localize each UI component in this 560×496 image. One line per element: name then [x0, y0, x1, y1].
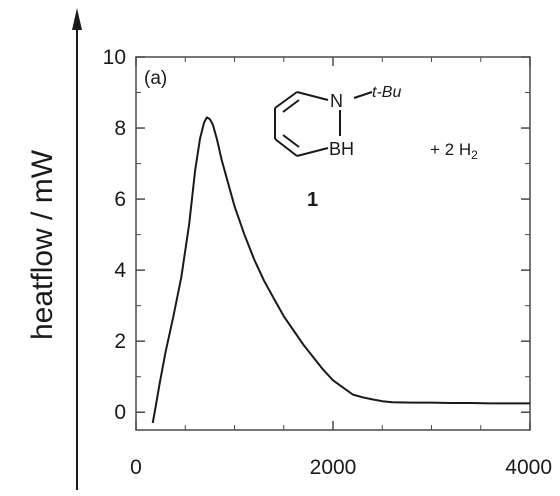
reagent-text: + 2 H [430, 140, 471, 159]
double-bond [282, 134, 300, 148]
x-tick-label: 4000 [505, 456, 552, 479]
structure-annotation [274, 91, 373, 157]
x-tick-label: 0 [130, 456, 142, 479]
substituent-bond [353, 91, 373, 99]
reagent-subscript: 2 [471, 148, 478, 162]
x-tick-label: 2000 [310, 456, 357, 479]
ring-bond [296, 91, 329, 101]
plot-frame [135, 56, 531, 431]
reagent-label: + 2 H2 [430, 140, 478, 162]
y-tick-label: 4 [114, 259, 126, 282]
series-group [151, 116, 530, 424]
atom-bh-label: BH [329, 139, 354, 159]
y-tick-label: 8 [114, 117, 126, 140]
y-tick-label: 0 [114, 401, 126, 424]
heatflow-series-line [151, 116, 530, 424]
double-bond [282, 99, 300, 113]
y-tick-label: 10 [103, 46, 126, 69]
y-tick-label: 2 [114, 330, 126, 353]
ring-bond [296, 147, 329, 157]
y-axis-label: heatflow / mW [26, 149, 59, 340]
ticks-group [135, 56, 531, 430]
tick-labels-group: 0 2 4 6 8 10 0 2000 4000 [103, 46, 552, 479]
y-tick-label: 6 [114, 188, 126, 211]
atom-n-label: N [330, 91, 343, 111]
y-axis-arrow [72, 8, 82, 30]
ring-bond [274, 138, 298, 157]
panel-label: (a) [144, 68, 167, 89]
ring-bond [274, 91, 298, 109]
substituent-label: t-Bu [372, 84, 401, 101]
compound-number: 1 [307, 189, 318, 211]
